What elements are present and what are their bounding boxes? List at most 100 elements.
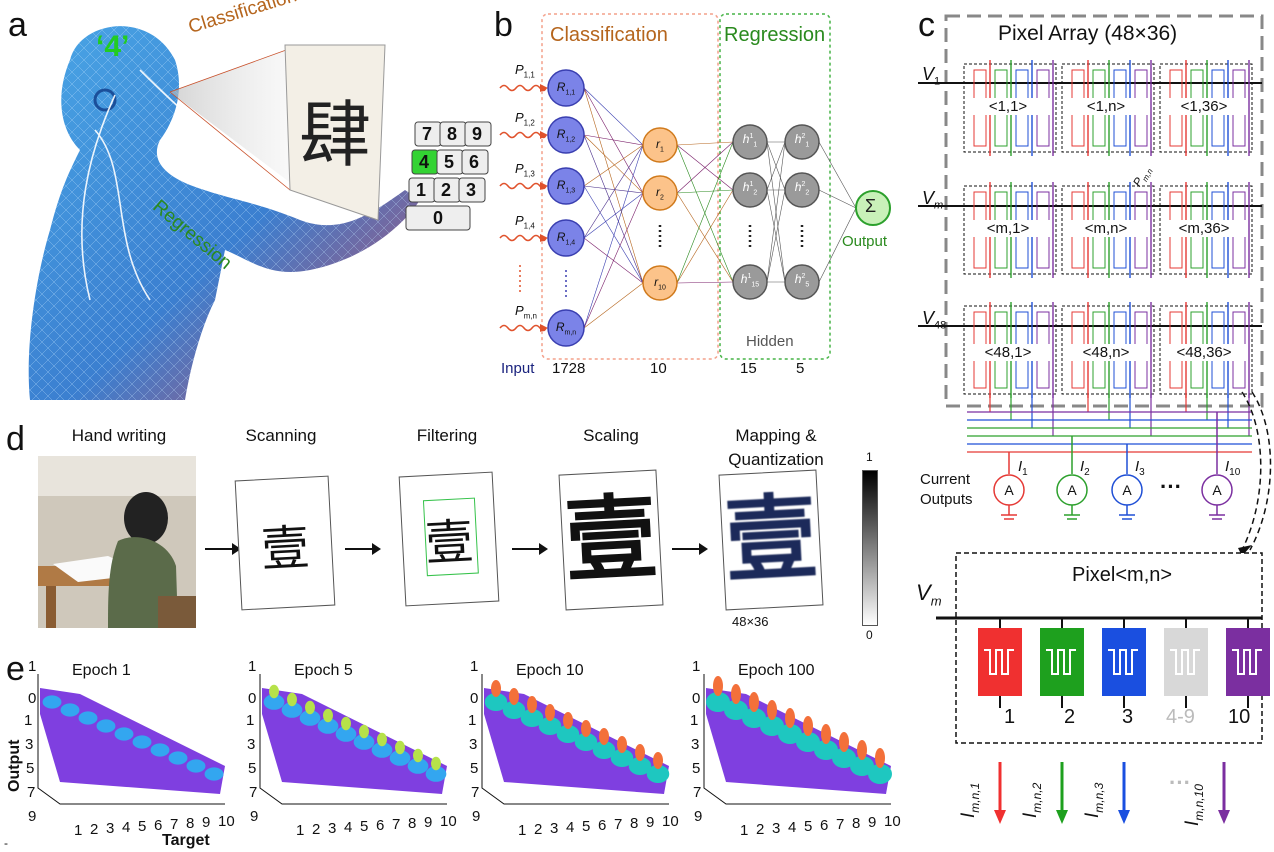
scaled-paper: 壹 <box>558 469 664 611</box>
diagonal-ridge <box>592 741 616 759</box>
y-tick: 9 <box>694 808 703 825</box>
plot-axes <box>37 674 225 805</box>
digit-label: ‘4’ <box>96 30 130 63</box>
keypad <box>405 121 492 231</box>
human-figure <box>28 26 421 400</box>
diagonal-peak <box>269 684 279 699</box>
diagonal-ridge <box>628 757 652 775</box>
synapse-hidden-output <box>818 207 857 283</box>
diagonal-peak <box>287 692 297 707</box>
x-tick: 3 <box>106 820 115 837</box>
interdigitated-electrode <box>984 649 1014 675</box>
diagonal-peak <box>599 728 609 745</box>
current-i1: I1 <box>1018 458 1028 478</box>
diagonal-ridge <box>150 743 170 757</box>
pixel-cell-box <box>1061 305 1155 395</box>
r-node-label-2: R1,2 <box>556 127 576 144</box>
process-arrow-4 <box>672 543 708 555</box>
diagonal-peak <box>731 684 741 704</box>
synapse-input-class <box>583 282 644 329</box>
x-tick: 5 <box>360 818 369 835</box>
synapse-input-class <box>583 192 644 239</box>
x-tick: 9 <box>424 814 433 831</box>
x-tick: 7 <box>170 816 179 833</box>
diagonal-peak <box>713 676 723 696</box>
hidden2-node-2: h22 <box>794 180 810 197</box>
current-arrow-head <box>1056 810 1068 824</box>
diagonal-peak <box>749 692 759 712</box>
diagonal-peak <box>395 740 405 755</box>
x-tick: 7 <box>836 816 845 833</box>
diagonal-peak <box>785 708 795 728</box>
diagonal-ridge <box>742 708 766 728</box>
z-tick: 1 <box>470 658 479 675</box>
diagonal-peak <box>857 740 867 760</box>
y-tick: 5 <box>26 760 35 777</box>
diagonal-peak <box>377 732 387 747</box>
synapse-input-class <box>583 87 644 194</box>
hidden2-node-1: h21 <box>794 132 810 149</box>
current-out-1: Im,n,1 <box>958 782 982 818</box>
x-tick: 4 <box>566 819 575 836</box>
interdigitated-electrode <box>1046 649 1076 675</box>
surface-plot <box>703 674 892 805</box>
diagonal-ridge <box>114 727 134 741</box>
epoch-title: Epoch 1 <box>72 662 131 679</box>
x-tick: 2 <box>312 821 321 838</box>
hand-writing-photo <box>38 456 196 628</box>
diagonal-ridge <box>132 735 152 749</box>
z-tick: 0 <box>470 690 479 707</box>
x-tick: 2 <box>90 821 99 838</box>
x-tick: 6 <box>376 817 385 834</box>
diagonal-ridge <box>263 694 285 710</box>
diagonal-ridge <box>574 733 598 751</box>
panel-label-c: c <box>918 6 935 44</box>
cell-m-1: <m,1> <box>966 220 1050 237</box>
synapse-class-hidden <box>676 281 734 284</box>
key-8: 8 <box>447 124 458 144</box>
synapse-class-hidden <box>676 189 734 194</box>
synapse-hidden-hidden <box>766 189 786 283</box>
row-voltage-1: V1 <box>922 64 941 88</box>
cell-1-n: <1,n> <box>1064 98 1148 115</box>
plot-axes <box>703 674 891 805</box>
epoch-title: Epoch 5 <box>294 662 353 679</box>
diagonal-peak <box>875 748 885 768</box>
quantized-paper: 壹 <box>718 469 824 611</box>
synapse-hidden-output <box>818 189 857 209</box>
z-tick: 0 <box>28 690 37 707</box>
ammeter-1: A <box>1004 482 1014 498</box>
b-hidden-label: Hidden <box>746 333 794 350</box>
process-arrow-2 <box>345 543 381 555</box>
x-tick: 6 <box>598 817 607 834</box>
x-tick: 4 <box>122 819 131 836</box>
x-tick: 4 <box>788 819 797 836</box>
y-tick: 1 <box>468 712 477 729</box>
key-7: 7 <box>422 124 433 144</box>
synapse-hidden-hidden <box>766 141 786 191</box>
y-tick: 3 <box>691 736 700 753</box>
cell-1-1: <1,1> <box>966 98 1050 115</box>
diagonal-ridge <box>520 709 544 727</box>
diagonal-peak <box>581 720 591 737</box>
scanned-paper: 壹 <box>234 475 336 611</box>
diagonal-ridge <box>186 759 206 773</box>
cell-m-36: <m,36> <box>1162 220 1246 237</box>
key-1: 1 <box>416 180 427 200</box>
scanned-character: 壹 <box>259 519 311 579</box>
x-axis-label: Target <box>162 832 210 849</box>
count-1728: 1728 <box>552 360 586 377</box>
diagonal-ridge <box>281 702 303 718</box>
process-arrow-1 <box>205 543 241 555</box>
quantized-character: 壹 <box>722 482 820 596</box>
diagonal-ridge <box>42 695 62 709</box>
synapse-class-hidden <box>676 141 734 284</box>
diagonal-peak <box>563 712 573 729</box>
x-tick: 10 <box>662 813 679 830</box>
y-tick: 3 <box>469 736 478 753</box>
synapse-input-class <box>583 134 644 284</box>
count-5: 5 <box>796 360 805 377</box>
key-9: 9 <box>472 124 483 144</box>
y-tick: 9 <box>28 808 37 825</box>
